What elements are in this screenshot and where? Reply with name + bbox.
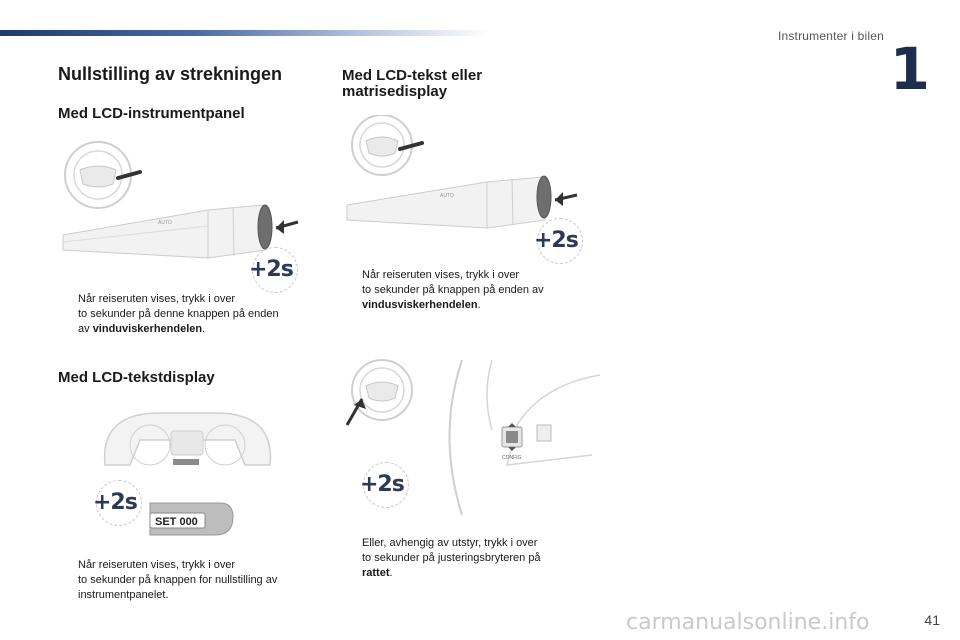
heading-lcd-panel: Med LCD-instrumentpanel	[58, 105, 245, 122]
heading-lcd-matrix: Med LCD-tekst eller matrisedisplay	[342, 67, 483, 100]
duration-badge: +2s	[534, 218, 583, 264]
duration-badge: +2s	[249, 247, 298, 293]
set-button-label: SET 000	[155, 516, 198, 528]
wiper-stalk-illustration-1: AUTO	[62, 141, 299, 259]
steering-wheel-illustration: CONFIG	[345, 359, 601, 516]
watermark: carmanualsonline.info	[626, 610, 870, 635]
heading-lcd-text: Med LCD-tekstdisplay	[58, 369, 215, 386]
wiper-stalk-illustration-2: AUTO	[346, 115, 578, 229]
duration-badge: +2s	[93, 480, 142, 526]
chapter-number: 1	[889, 35, 930, 103]
instruction-lcd-matrix: Når reiseruten vises, trykk i over to se…	[362, 269, 544, 311]
header-accent-bar	[0, 30, 490, 36]
duration-badge: +2s	[360, 462, 409, 508]
page-number: 41	[924, 612, 940, 628]
instrument-panel-illustration: SET 000	[103, 412, 272, 536]
config-label: CONFIG	[502, 455, 522, 461]
svg-text:AUTO: AUTO	[440, 193, 454, 199]
page-title: Nullstilling av strekningen	[58, 64, 283, 84]
section-header: Instrumenter i bilen	[777, 29, 884, 43]
instruction-steering: Eller, avhengig av utstyr, trykk i over …	[362, 537, 541, 579]
instruction-lcd-panel: Når reiseruten vises, trykk i over to se…	[78, 293, 279, 335]
svg-text:AUTO: AUTO	[158, 220, 172, 226]
instruction-lcd-text: Når reiseruten vises, trykk i over to se…	[78, 559, 278, 601]
